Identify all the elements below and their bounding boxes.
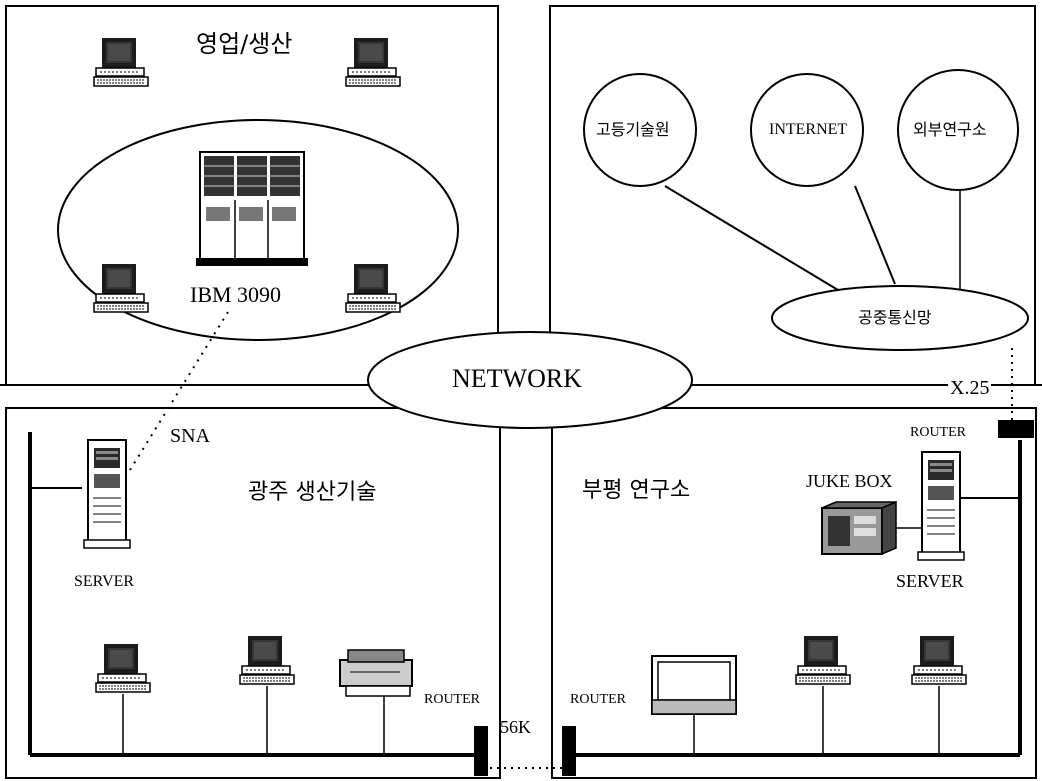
- region-title-bupyeong: 부평 연구소: [582, 478, 691, 503]
- router-label-right: ROUTER: [570, 692, 626, 707]
- cloud-label-1: 고등기술원: [596, 120, 670, 139]
- cloud-circle-1: [583, 73, 697, 187]
- x25-link-label: X.25: [948, 377, 992, 399]
- cloud-circle-2: [750, 73, 864, 187]
- network-oval: [367, 331, 693, 429]
- router-icon: [998, 420, 1034, 438]
- public-network-label: 공중통신망: [858, 308, 932, 327]
- region-title-gwangju: 광주 생산기술: [248, 480, 377, 505]
- router-icon: [562, 726, 576, 776]
- jukebox-label: JUKE BOX: [806, 471, 893, 491]
- pc-icon: [93, 37, 149, 87]
- pc-icon: [93, 263, 149, 313]
- server-tower-icon: [917, 451, 965, 561]
- printer-icon: [339, 649, 413, 697]
- ibm-3090-mainframe-icon: [196, 151, 308, 266]
- ibm-ring: [57, 119, 459, 341]
- workstation-icon: [651, 655, 737, 715]
- server-label-left: SERVER: [74, 573, 135, 590]
- jukebox-icon: [821, 500, 897, 556]
- cloud-label-2: INTERNET: [769, 121, 848, 138]
- sna-label: SNA: [170, 425, 211, 447]
- pc-icon: [911, 635, 967, 685]
- ibm-3090-label: IBM 3090: [188, 282, 284, 307]
- router-icon: [474, 726, 488, 776]
- pc-icon: [345, 263, 401, 313]
- cloud-circle-3: [897, 69, 1019, 191]
- pc-icon: [239, 635, 295, 685]
- region-title-sales-production: 영업/생산: [196, 30, 293, 58]
- public-network-oval: [771, 285, 1029, 351]
- pc-icon: [95, 643, 151, 693]
- wan-speed-label: 56K: [500, 717, 531, 737]
- cloud-label-3: 외부연구소: [913, 120, 987, 139]
- network-label: NETWORK: [452, 364, 582, 393]
- router-label-left: ROUTER: [424, 692, 480, 707]
- pc-icon: [795, 635, 851, 685]
- pc-icon: [345, 37, 401, 87]
- region-bottom-left-frame: [5, 407, 501, 779]
- server-label-right: SERVER: [896, 571, 964, 591]
- router-label-top-right: ROUTER: [910, 425, 966, 440]
- server-tower-icon: [83, 439, 131, 549]
- region-bottom-right-frame: [551, 407, 1037, 779]
